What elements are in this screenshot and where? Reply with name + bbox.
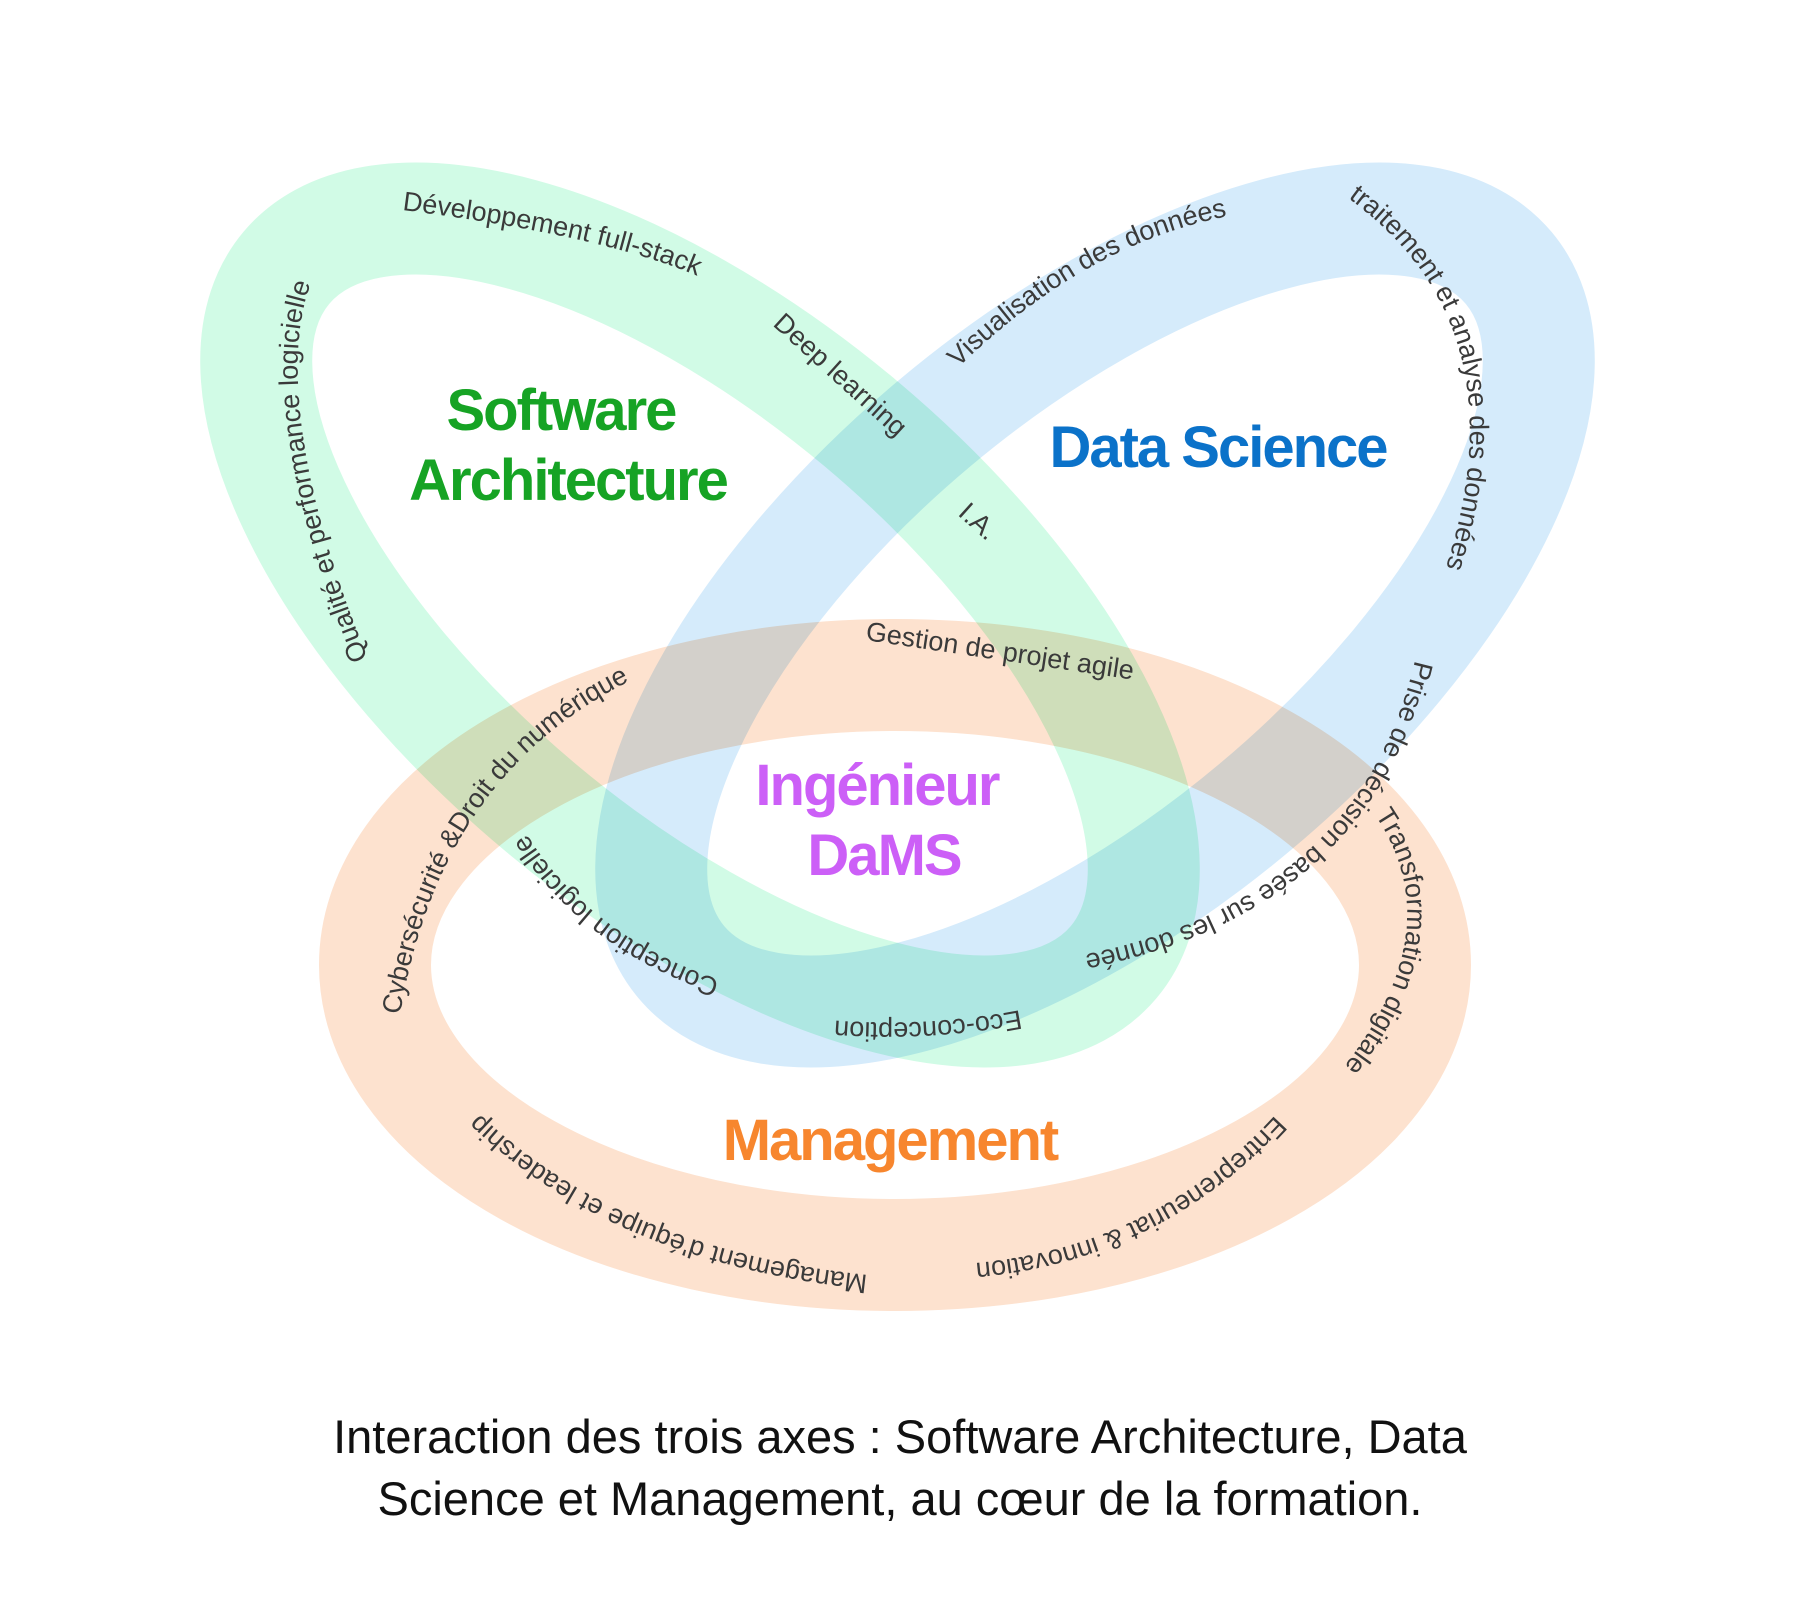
management-ring <box>319 619 1471 1311</box>
caption-line: Science et Management, au cœur de la for… <box>377 1472 1423 1525</box>
venn-diagram: Qualité et performance logicielle Dévelo… <box>0 0 1595 1311</box>
center-title-line: DaMS <box>807 823 960 888</box>
caption-line: Interaction des trois axes : Software Ar… <box>333 1410 1467 1463</box>
software-title-line: Software <box>446 378 676 443</box>
software-title-line: Architecture <box>409 448 727 513</box>
ingenieur-dams-title: Ingénieur DaMS <box>755 753 1012 888</box>
figure-caption: Interaction des trois axes : Software Ar… <box>0 1406 1800 1530</box>
data-science-title: Data Science <box>1049 415 1387 480</box>
software-architecture-title: Software Architecture <box>409 378 727 513</box>
management-title: Management <box>723 1108 1059 1173</box>
center-title-line: Ingénieur <box>755 753 999 818</box>
